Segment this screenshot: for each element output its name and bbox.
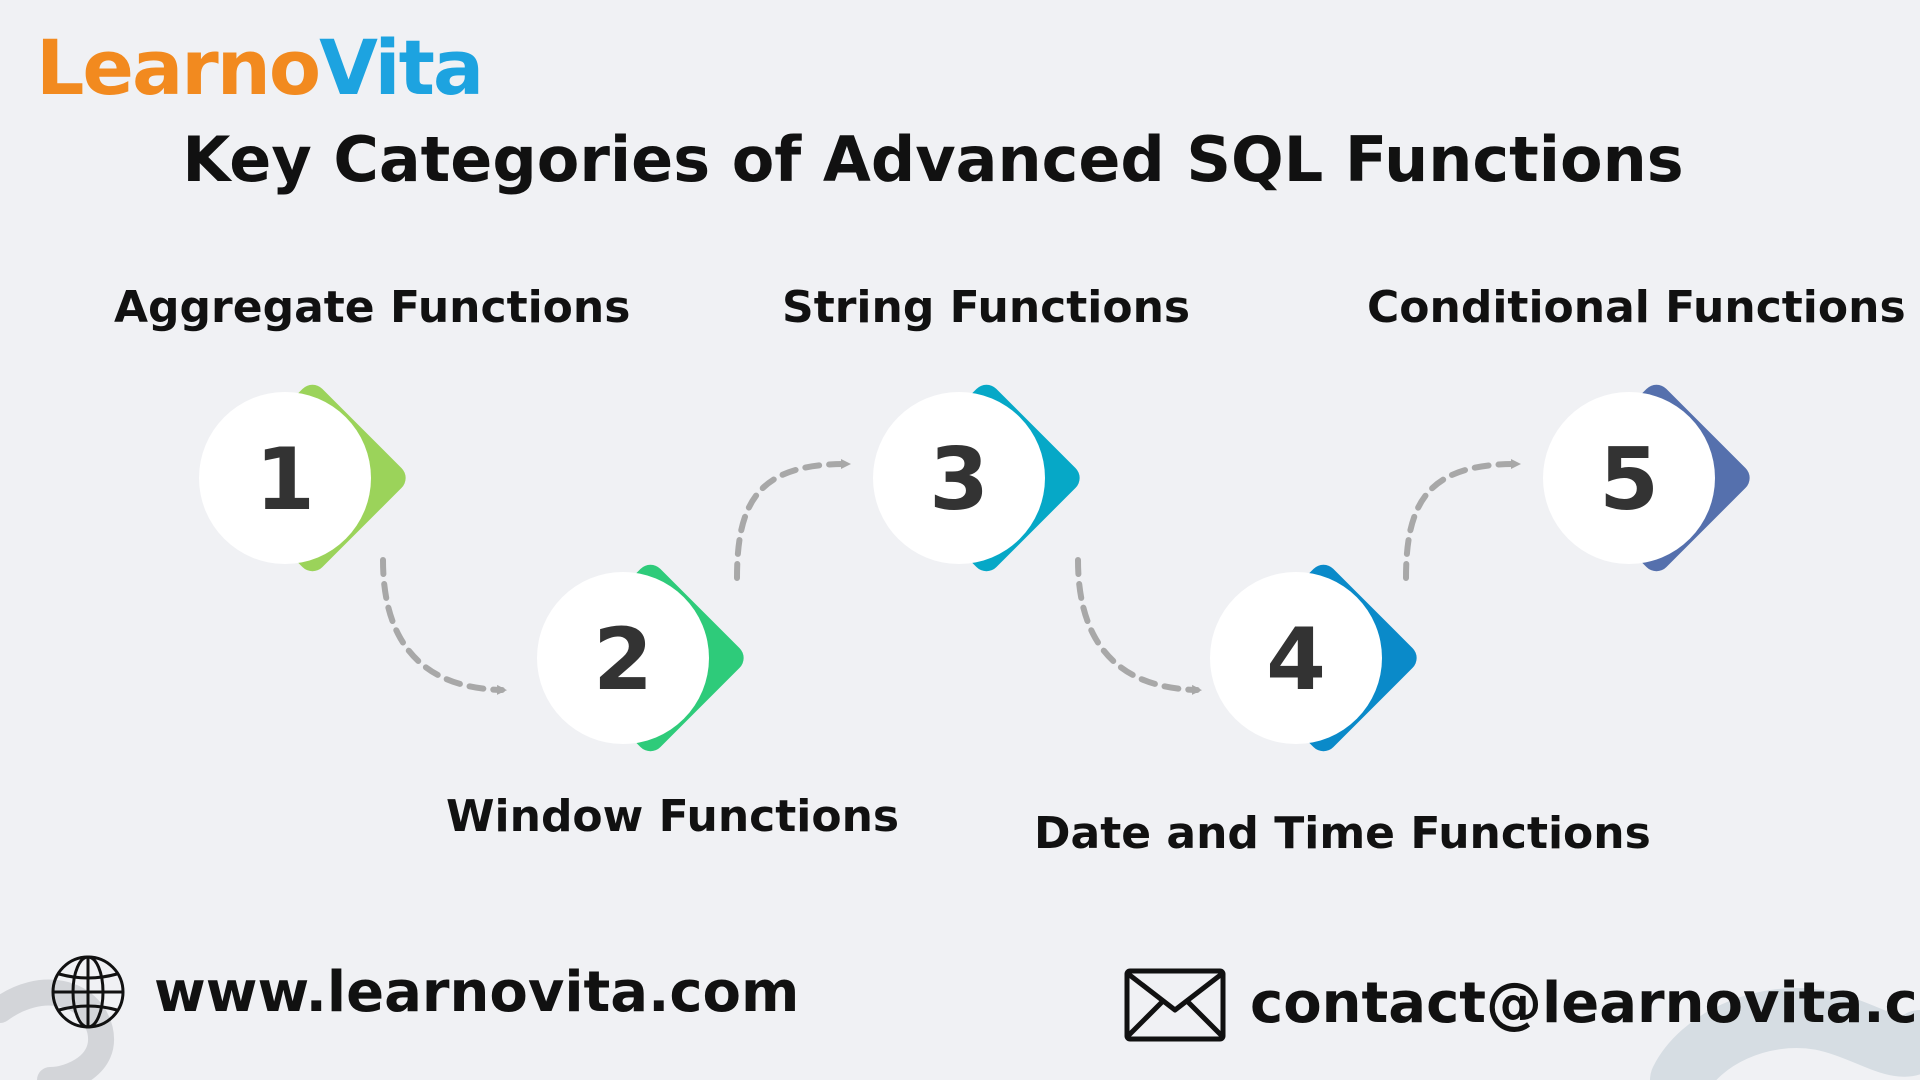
connector-arrow-2 [734, 459, 851, 581]
step-label-5: Conditional Functions [1367, 282, 1906, 333]
step-circle-5 [1543, 392, 1715, 564]
step-badge-2: 2 [537, 564, 744, 752]
step-circle-1 [199, 392, 371, 564]
step-label-1: Aggregate Functions [114, 282, 631, 333]
step-number-2: 2 [593, 610, 653, 710]
step-badge-1: 1 [199, 384, 406, 572]
connector-arrow-3 [1075, 557, 1202, 695]
envelope-icon [1124, 968, 1226, 1042]
decorative-swirl-left [0, 979, 115, 1080]
step-number-4: 4 [1266, 610, 1326, 710]
page-title: Key Categories of Advanced SQL Functions [182, 123, 1684, 196]
step-number-3: 3 [929, 430, 989, 530]
globe-icon [51, 955, 125, 1029]
email-link[interactable]: contact@learnovita.com [1250, 971, 1920, 1036]
step-badge-3: 3 [873, 384, 1080, 572]
step-circle-2 [537, 572, 709, 744]
decorative-swirl-right [1650, 988, 1920, 1080]
step-number-1: 1 [255, 430, 315, 530]
step-badge-4: 4 [1210, 564, 1417, 752]
step-label-2: Window Functions [446, 791, 900, 842]
connector-arrow-1 [380, 557, 507, 695]
logo-part-learno: Learno [36, 23, 321, 112]
connector-arrows [380, 459, 1521, 695]
connector-arrow-4 [1403, 459, 1521, 581]
step-badge-5: 5 [1543, 384, 1750, 572]
step-circle-4 [1210, 572, 1382, 744]
step-label-3: String Functions [782, 282, 1191, 333]
website-link[interactable]: www.learnovita.com [154, 960, 800, 1025]
logo-part-vita: Vita [319, 23, 484, 112]
learnovita-logo: LearnoVita [36, 30, 484, 106]
step-label-4: Date and Time Functions [1034, 808, 1651, 859]
step-number-5: 5 [1599, 430, 1659, 530]
step-circle-3 [873, 392, 1045, 564]
